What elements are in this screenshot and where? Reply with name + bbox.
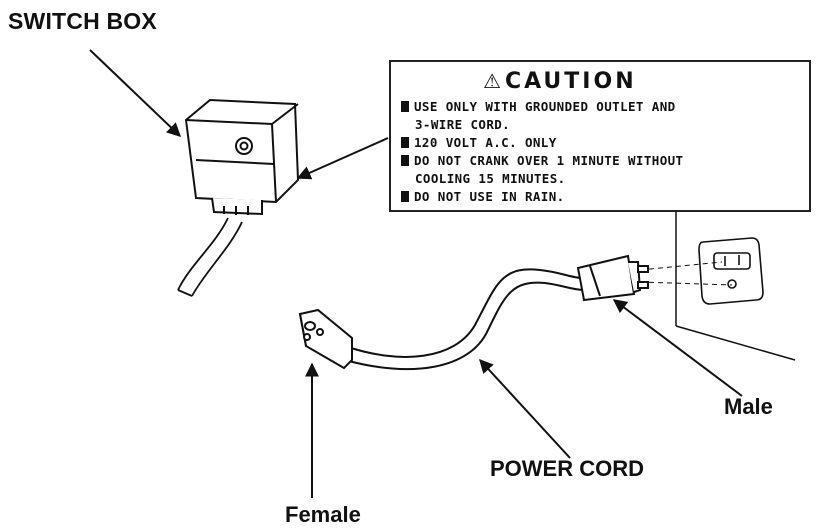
caution-line-text: USE ONLY WITH GROUNDED OUTLET AND [414, 99, 676, 114]
bullet-square-icon [401, 155, 409, 166]
switch-box-arrow [89, 49, 182, 137]
wall-outlet-icon [698, 237, 764, 305]
female-label: Female [285, 502, 361, 527]
caution-line: 3-WIRE CORD. [401, 117, 510, 132]
insertion-guide-lines [639, 261, 733, 286]
power-cord-label: POWER CORD [490, 456, 644, 481]
bullet-square-icon [401, 137, 409, 148]
caution-title-text: CAUTION [504, 69, 637, 94]
caution-line: DO NOT USE IN RAIN. [401, 189, 565, 204]
caution-label-box: ⚠CAUTION USE ONLY WITH GROUNDED OUTLET A… [389, 60, 811, 212]
male-plug-icon [576, 254, 649, 302]
male-label: Male [724, 394, 773, 419]
caution-line: DO NOT CRANK OVER 1 MINUTE WITHOUT [401, 153, 683, 168]
switch-box-label: SWITCH BOX [8, 8, 157, 34]
caution-line: 120 VOLT A.C. ONLY [401, 135, 557, 150]
caution-line-text: DO NOT CRANK OVER 1 MINUTE WITHOUT [414, 153, 684, 168]
caution-line-text: DO NOT USE IN RAIN. [414, 189, 565, 204]
bullet-square-icon [401, 191, 409, 202]
male-arrow [612, 299, 743, 397]
caution-line-text: COOLING 15 MINUTES. [415, 171, 566, 186]
wall [675, 212, 796, 361]
warning-triangle-icon: ⚠ [483, 69, 501, 93]
power-cord-arrow [479, 358, 571, 459]
power-cord-cable [344, 268, 585, 371]
caution-title: ⚠CAUTION [483, 69, 637, 94]
female-connector-icon [298, 308, 353, 370]
switch-box-cable [177, 217, 243, 297]
caution-line: COOLING 15 MINUTES. [401, 171, 566, 186]
caution-line-text: 120 VOLT A.C. ONLY [414, 135, 557, 150]
caution-line-text: 3-WIRE CORD. [415, 117, 511, 132]
switch-box-icon [184, 98, 300, 216]
bullet-square-icon [401, 101, 409, 112]
caution-pointer-arrow [296, 137, 389, 180]
caution-line: USE ONLY WITH GROUNDED OUTLET AND [401, 99, 676, 114]
